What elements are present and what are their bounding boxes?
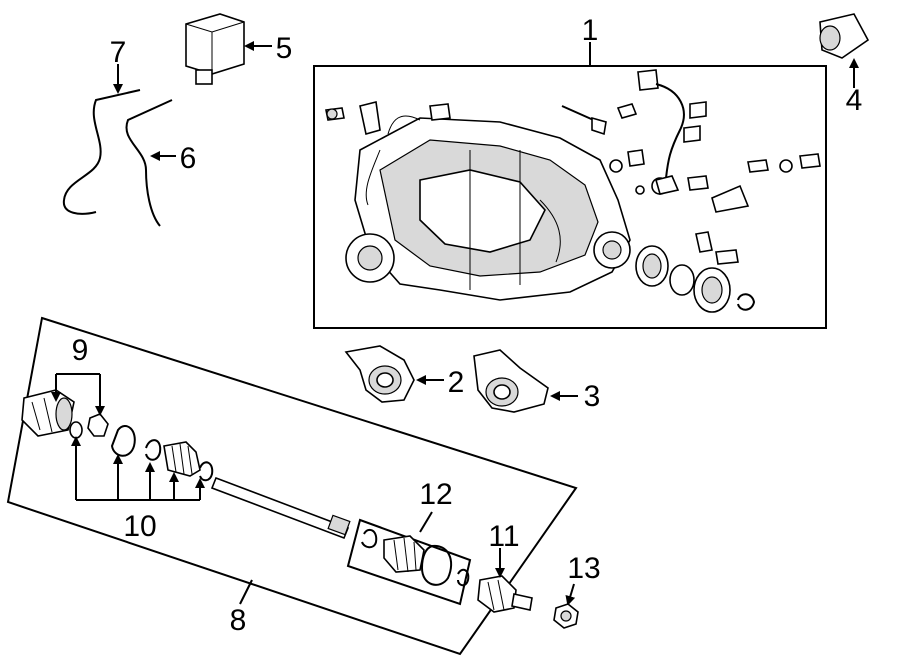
callout-8-leader: [239, 579, 253, 605]
axle-nut-part-13: [553, 583, 579, 629]
snap-ring: [69, 421, 83, 439]
inner-cv-housing: [21, 389, 75, 437]
halfshaft-assembly-group: [6, 316, 578, 656]
vent-hoses-part-6-7: [62, 64, 176, 227]
callout-1: 1: [582, 14, 599, 47]
callout-4: 4: [846, 84, 863, 117]
callout-8: 8: [230, 604, 247, 637]
callout-6: 6: [180, 142, 197, 175]
callout-13: 13: [567, 552, 600, 585]
boot-clamp-large: [110, 425, 136, 457]
callout-3: 3: [584, 380, 601, 413]
halfshaft-panel-frame: [6, 316, 578, 656]
callout-11: 11: [488, 520, 519, 553]
callout-12-leader: [419, 511, 433, 533]
callout-10: 10: [123, 510, 156, 543]
callout-2: 2: [448, 366, 465, 399]
callout-12: 12: [419, 478, 452, 511]
outer-cv-joint: [477, 548, 533, 613]
tripod-joint: [87, 413, 109, 437]
boot-clamp-small: [145, 439, 162, 461]
callout-9: 9: [72, 334, 89, 367]
bushing-cap-part-4: [819, 13, 870, 88]
callout-7: 7: [110, 36, 127, 69]
differential-assembly-group: [313, 42, 827, 329]
outer-boot-kit: [346, 511, 472, 606]
speed-sensor: [637, 69, 707, 195]
mount-bushing-part-3: [473, 349, 578, 413]
callout-10-bracket: [71, 436, 205, 501]
callout-5: 5: [276, 32, 293, 65]
differential-assembly-frame: [313, 65, 827, 329]
callout-labels: 1 2 3 4 5 6 7 8 9 10 11 12 13: [72, 14, 863, 637]
axle-seals: [635, 245, 756, 313]
callout-9-bracket: [51, 373, 105, 416]
differential-housing: [345, 115, 631, 301]
mount-bushing-part-2: [344, 345, 444, 403]
vent-box-part-5: [185, 13, 272, 85]
axle-shaft: [210, 476, 351, 540]
inner-boot: [163, 441, 201, 477]
boot-clamp-small-2: [199, 461, 214, 482]
